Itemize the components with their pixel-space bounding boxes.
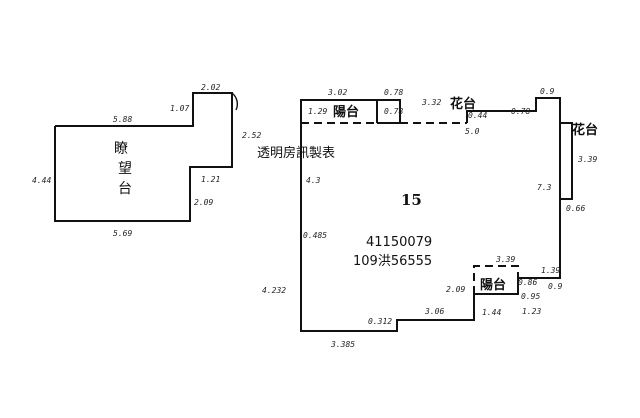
left-block-outline xyxy=(54,92,233,222)
dim-107: 1.07 xyxy=(170,104,189,113)
dim-0312: 0.312 xyxy=(368,317,392,326)
dim-4232: 4.232 xyxy=(262,286,286,295)
dim-569: 5.69 xyxy=(113,229,132,238)
dim-50: 5.0 xyxy=(465,127,480,136)
dim-121: 1.21 xyxy=(201,175,220,184)
dim-339: 3.39 xyxy=(577,155,597,164)
dim-086: 0.86 xyxy=(518,278,537,287)
dim-43: 4.3 xyxy=(306,176,321,185)
dim-095: 0.95 xyxy=(521,292,540,301)
dim-202: 2.02 xyxy=(201,83,220,92)
dim-066: 0.66 xyxy=(566,204,585,213)
left-block-char-2: 望 xyxy=(118,161,132,177)
dim-3385: 3.385 xyxy=(330,340,355,349)
dim-306: 3.06 xyxy=(424,307,444,316)
dim-339b: 3.39 xyxy=(495,255,515,264)
record-code: 41150079 xyxy=(366,235,432,250)
planter-right-label: 花台 xyxy=(572,122,598,138)
dim-332: 3.32 xyxy=(421,98,441,107)
unit-number: 15 xyxy=(401,191,422,209)
dim-078a: 0.78 xyxy=(384,88,403,97)
watermark-text: 透明房訊製表 xyxy=(257,145,335,161)
top-balcony-box xyxy=(377,99,401,124)
dim-588: 5.88 xyxy=(113,115,132,124)
dim-302: 3.02 xyxy=(327,88,347,97)
left-block-arc xyxy=(231,92,239,111)
dim-444: 4.44 xyxy=(32,176,51,185)
left-block-char-3: 台 xyxy=(118,181,132,197)
dim-129: 1.29 xyxy=(308,107,327,116)
dim-09b: 0.9 xyxy=(548,282,563,291)
dim-123: 1.23 xyxy=(522,307,541,316)
dim-73: 7.3 xyxy=(537,183,552,192)
dim-0485: 0.485 xyxy=(303,231,327,240)
main-floor-outline xyxy=(300,97,561,332)
balcony-bottom-label: 陽台 xyxy=(480,277,506,293)
dim-144: 1.44 xyxy=(482,308,501,317)
top-balcony-outline xyxy=(300,99,378,123)
right-planter-outline xyxy=(560,122,573,200)
dim-044: 0.44 xyxy=(468,111,487,120)
dim-09a: 0.9 xyxy=(540,87,555,96)
dim-209b: 2.09 xyxy=(446,285,465,294)
dim-078c: 0.78 xyxy=(511,107,530,116)
dim-252: 2.52 xyxy=(242,131,261,140)
dim-139: 1.39 xyxy=(541,266,560,275)
top-notch xyxy=(466,110,474,123)
balcony-top-label: 陽台 xyxy=(333,104,359,120)
record-permit: 109洪56555 xyxy=(353,254,432,269)
left-block-char-1: 瞭 xyxy=(114,141,128,157)
bottom-balcony-dashed xyxy=(473,265,519,320)
dim-078b: 0.78 xyxy=(384,107,403,116)
dim-209: 2.09 xyxy=(194,198,213,207)
planter-top-label: 花台 xyxy=(450,96,476,112)
